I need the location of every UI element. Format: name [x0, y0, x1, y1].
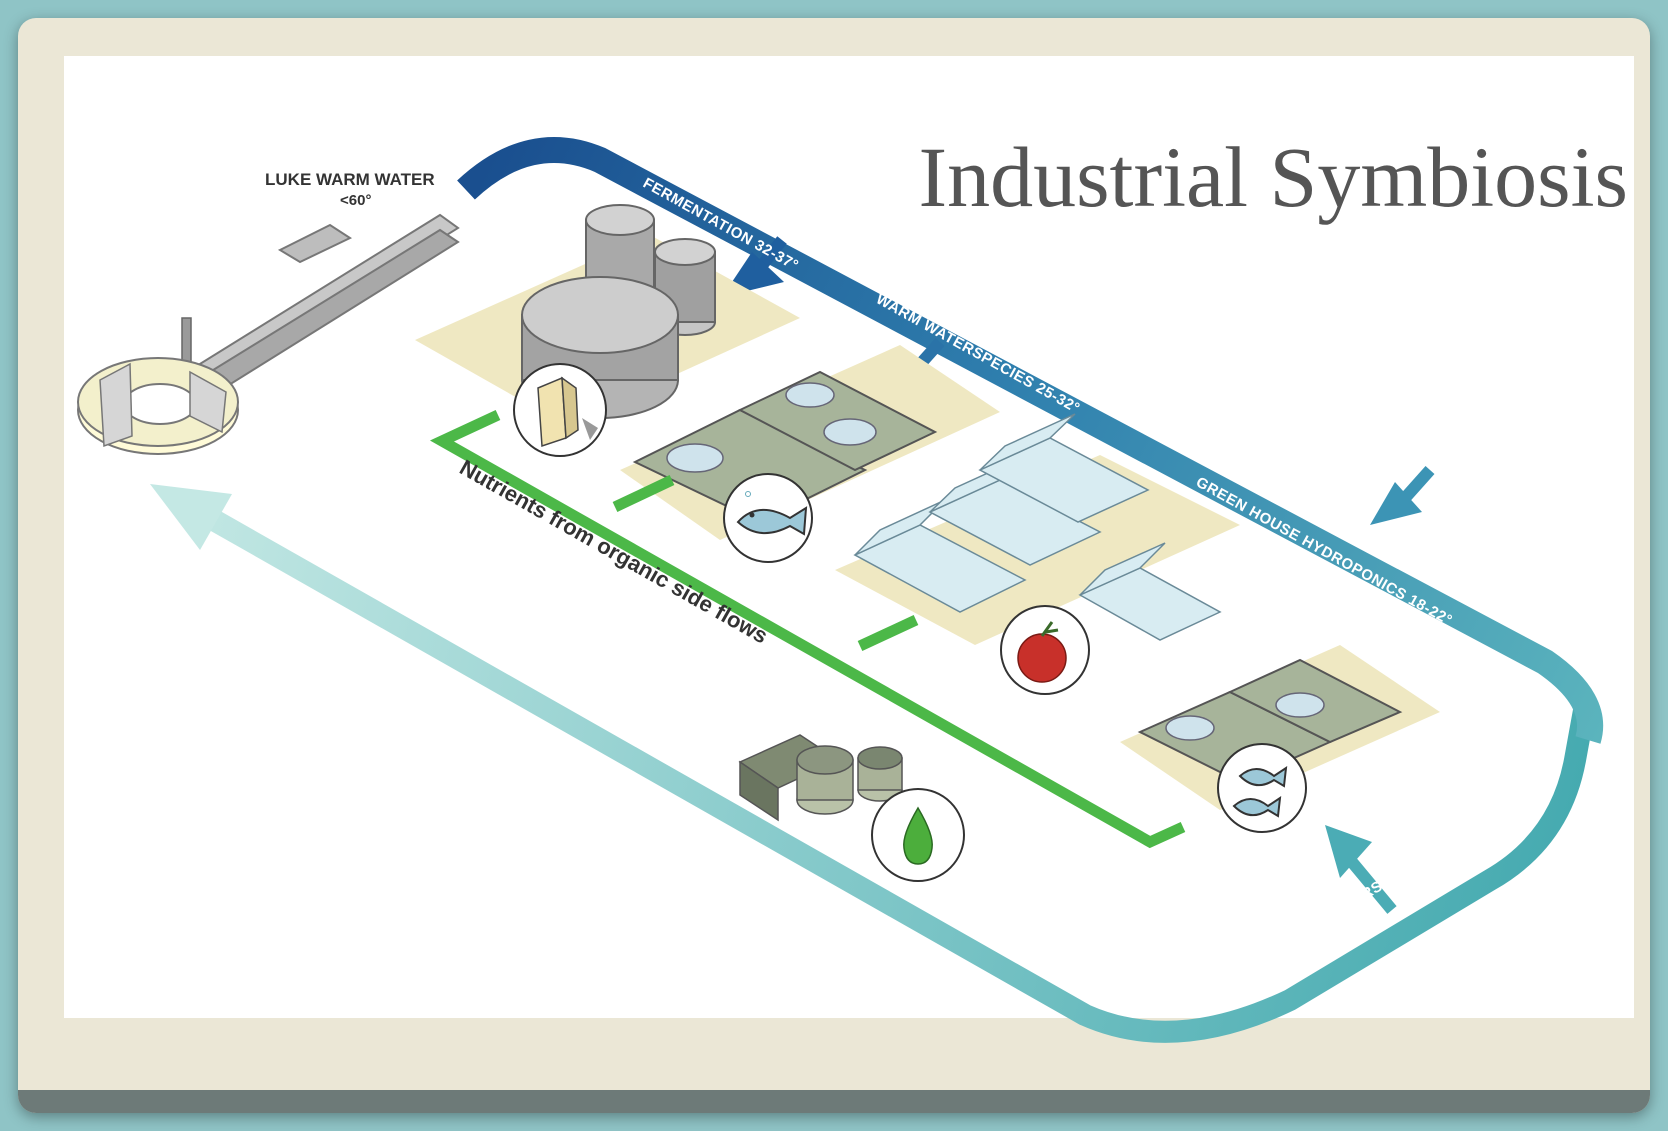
slide-bottom-rim — [18, 1090, 1650, 1113]
power-plant-icon — [77, 213, 460, 455]
warm-water-fish-farm — [620, 345, 1000, 540]
tomato-icon — [1000, 605, 1090, 695]
warm-water-pipe — [457, 137, 1604, 744]
feed-bag-icon — [513, 363, 607, 457]
greenhouse-arrow — [1370, 466, 1435, 525]
water-treatment-facility — [738, 734, 903, 822]
cold-water-label: COLD WATERSPECIES 10-18° — [1278, 821, 1480, 952]
diagram-panel — [64, 56, 1634, 1018]
source-label: LUKE WARM WATER <60° — [265, 170, 435, 209]
source-label-line2: <60° — [340, 192, 371, 209]
water-drop-icon — [871, 788, 965, 882]
two-fish-icon — [1217, 743, 1307, 833]
slide-title: Industrial Symbiosis — [918, 129, 1628, 225]
greenhouse-label: GREEN HOUSE HYDROPONICS 18-22° — [1193, 474, 1455, 630]
greenhouses — [835, 413, 1240, 645]
return-arrowhead — [150, 484, 232, 550]
fish-icon — [723, 473, 813, 563]
nutrients-flow — [429, 410, 1186, 849]
source-label-line1: LUKE WARM WATER — [265, 170, 435, 189]
return-flow — [150, 484, 1596, 1043]
cold-water-arrow — [1325, 825, 1397, 914]
